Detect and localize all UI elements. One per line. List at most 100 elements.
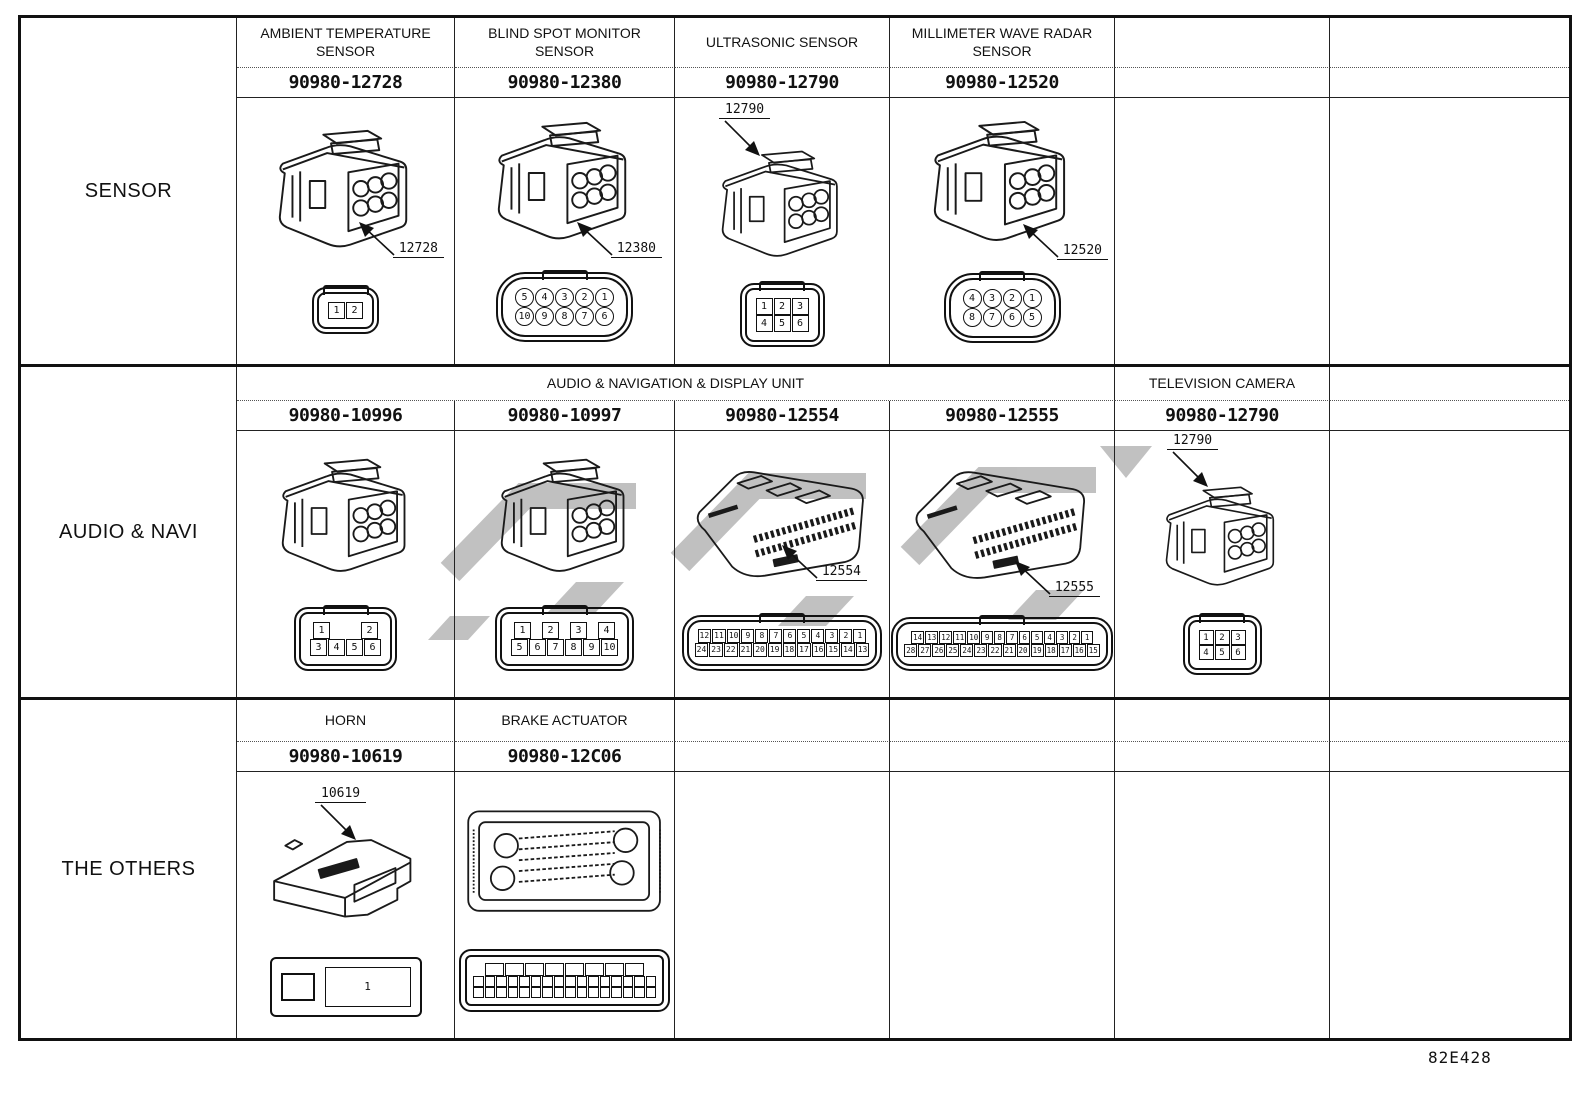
empty-cell <box>1115 98 1330 364</box>
callout: 12790 <box>1167 433 1219 489</box>
part-number: 90980-12380 <box>455 68 675 98</box>
connector-iso-view <box>272 839 411 918</box>
callout-label: 12380 <box>610 241 662 258</box>
part-number-empty <box>1330 68 1569 98</box>
header-blind-spot-monitor-sensor: BLIND SPOT MONITOR SENSOR <box>455 18 675 68</box>
connector-iso-view <box>1165 486 1275 586</box>
header-empty <box>890 700 1115 742</box>
connector-front-view: 1 <box>269 956 422 1017</box>
header-ambient-temperature-sensor: AMBIENT TEMPERATURE SENSOR <box>237 18 455 68</box>
empty-cell <box>1330 431 1569 697</box>
header-brake-actuator: BRAKE ACTUATOR <box>455 700 675 742</box>
callout-label: 12728 <box>392 241 444 258</box>
part-number: 90980-12790 <box>675 68 890 98</box>
horn-connector-latch <box>280 972 315 1001</box>
empty-cell <box>1330 772 1569 1038</box>
parts-table: SENSOR AMBIENT TEMPERATURE SENSOR BLIND … <box>18 15 1572 1041</box>
part-number: 90980-10997 <box>455 401 675 431</box>
connector-iso-view <box>281 458 405 572</box>
callout: 12728 <box>354 220 444 258</box>
part-number-empty <box>1115 68 1330 98</box>
header-empty <box>1330 367 1569 401</box>
header-empty <box>1115 700 1330 742</box>
header-millimeter-wave-radar-sensor: MILLIMETER WAVE RADAR SENSOR <box>890 18 1115 68</box>
callout: 12790 <box>719 102 771 158</box>
row-label-sensor: SENSOR <box>21 18 237 364</box>
part-number: 90980-12554 <box>675 401 890 431</box>
connector-cell-10619: 10619 1 <box>237 772 455 1038</box>
part-number: 90980-10996 <box>237 401 455 431</box>
part-number: 90980-12555 <box>890 401 1115 431</box>
connector-cell-12c06 <box>455 772 675 1038</box>
connector-iso-view <box>500 458 624 572</box>
connector-iso-view <box>466 810 661 913</box>
pin-grid <box>473 962 656 998</box>
empty-cell <box>1115 772 1330 1038</box>
callout: 12555 <box>1010 559 1100 597</box>
header-horn: HORN <box>237 700 455 742</box>
callout: 12554 <box>777 543 867 581</box>
header-empty <box>1115 18 1330 68</box>
callout-label: 12554 <box>815 564 867 581</box>
header-ultrasonic-sensor: ULTRASONIC SENSOR <box>675 18 890 68</box>
header-empty <box>1330 700 1569 742</box>
empty-cell <box>1330 98 1569 364</box>
header-empty <box>1330 18 1569 68</box>
callout-label: 10619 <box>315 786 367 803</box>
row-label-audio-navi: AUDIO & NAVI <box>21 367 237 697</box>
row-label-the-others: THE OTHERS <box>21 700 237 1038</box>
part-number-empty <box>675 742 890 772</box>
callout-label: 12520 <box>1056 243 1108 260</box>
part-number-empty <box>1115 742 1330 772</box>
pin-grid: 1 <box>324 966 411 1007</box>
part-number: 90980-10619 <box>237 742 455 772</box>
connector-iso-view <box>721 150 838 257</box>
part-number: 90980-12C06 <box>455 742 675 772</box>
section-the-others: THE OTHERS HORN BRAKE ACTUATOR 90980-106… <box>21 697 1569 1038</box>
callout: 10619 <box>315 786 367 842</box>
callout-label: 12555 <box>1048 580 1100 597</box>
section-sensor: SENSOR AMBIENT TEMPERATURE SENSOR BLIND … <box>21 18 1569 364</box>
header-audio-navigation-display-unit: AUDIO & NAVIGATION & DISPLAY UNIT <box>237 367 1115 401</box>
empty-cell <box>890 772 1115 1038</box>
header-empty <box>675 700 890 742</box>
connector-front-view <box>459 948 670 1012</box>
callout-label: 12790 <box>1167 433 1219 450</box>
part-number-empty <box>1330 742 1569 772</box>
callout: 12380 <box>572 220 662 258</box>
empty-cell <box>675 772 890 1038</box>
header-television-camera: TELEVISION CAMERA <box>1115 367 1330 401</box>
part-number: 90980-12520 <box>890 68 1115 98</box>
callout-label: 12790 <box>719 102 771 119</box>
part-number: 90980-12790 <box>1115 401 1330 431</box>
section-audio-navi: AUDIO & NAVI AUDIO & NAVIGATION & DISPLA… <box>21 364 1569 697</box>
callout: 12520 <box>1018 222 1108 260</box>
part-number-empty <box>890 742 1115 772</box>
